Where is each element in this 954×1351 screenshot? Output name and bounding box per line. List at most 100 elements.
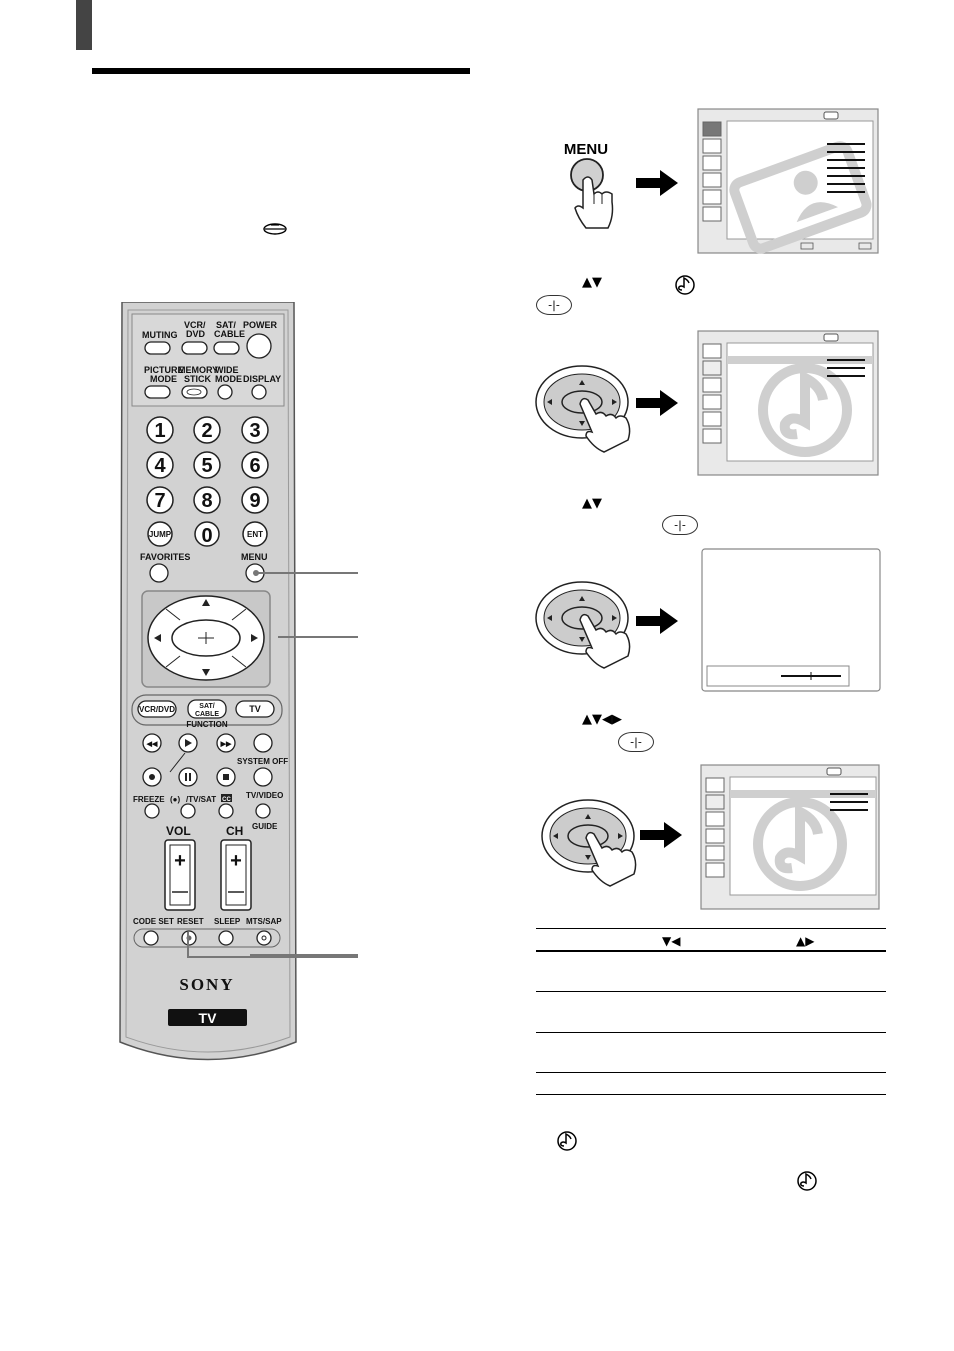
audio-note-icon [557, 1131, 577, 1151]
digit-6-label: 6 [249, 455, 260, 477]
svg-text:+: + [174, 850, 186, 872]
func-tv-button[interactable] [235, 700, 275, 718]
up-down-arrows-icon: ▲▼ [582, 275, 602, 290]
digit-4-button[interactable] [146, 451, 174, 479]
svg-text:STICK: STICK [184, 374, 212, 384]
muting-button[interactable] [144, 341, 171, 355]
tv-video-button[interactable] [255, 803, 271, 819]
jump-label: JUMP [149, 530, 172, 539]
select-button-icon: -|- [618, 732, 654, 752]
tv-sat-button[interactable] [180, 803, 196, 819]
svg-text:MEMORY: MEMORY [178, 365, 218, 375]
tv-video-label: TV/VIDEO [246, 791, 283, 800]
nav-left-arrow-icon [154, 634, 161, 642]
svg-text:◀◀: ◀◀ [146, 741, 158, 748]
arrow-right-icon [636, 170, 678, 196]
nav-down-arrow-icon [202, 669, 210, 676]
brand-logo: SONY [179, 975, 234, 994]
blank-button[interactable] [253, 733, 273, 753]
rewind-button[interactable] [142, 733, 162, 753]
svg-text:SAT/: SAT/ [216, 320, 236, 330]
svg-text:MODE: MODE [150, 374, 177, 384]
display-button[interactable] [251, 384, 267, 400]
function-label: FUNCTION [186, 720, 228, 729]
vcr-dvd-button[interactable] [181, 341, 208, 355]
nav-right-arrow-icon [251, 634, 258, 642]
guide-label: GUIDE [252, 822, 278, 831]
picture-mode-button[interactable] [144, 385, 171, 399]
func-sat-cable-button[interactable] [187, 699, 227, 719]
digit-0-button[interactable] [194, 521, 220, 547]
system-off-label: SYSTEM OFF [237, 757, 288, 766]
wide-mode-button[interactable] [217, 384, 233, 400]
table-row-rule [536, 1072, 886, 1073]
func-vcr-dvd-button[interactable] [137, 700, 177, 718]
mts-sap-label: MTS/SAP [246, 917, 282, 926]
jump-button[interactable] [147, 521, 173, 547]
sleep-button[interactable] [218, 930, 234, 946]
favorites-button[interactable] [149, 563, 169, 583]
display-label: DISPLAY [243, 374, 281, 384]
joystick-press-illustration [535, 581, 631, 669]
tv-badge [168, 1009, 247, 1026]
arrow-right-icon [636, 608, 678, 634]
func-vcr-dvd-label: VCR/DVD [139, 705, 175, 714]
table-top-rule [536, 928, 886, 929]
memory-stick-icon [263, 223, 287, 235]
cc-label: CC [222, 797, 231, 803]
digit-5-label: 5 [201, 455, 212, 477]
menu-label: MENU [241, 552, 268, 562]
table-header-rule [536, 950, 886, 952]
digit-8-label: 8 [201, 490, 212, 512]
remote-control-illustration: MUTING VCR/ DVD SAT/ CABLE POWER PICTURE… [119, 302, 297, 1061]
digit-7-label: 7 [154, 490, 165, 512]
table-bottom-rule [536, 1094, 886, 1095]
svg-text:PICTURE: PICTURE [144, 365, 184, 375]
freeze-label: FREEZE [133, 795, 165, 804]
digit-9-button[interactable] [241, 486, 269, 514]
fast-forward-button[interactable] [216, 733, 236, 753]
digit-1-label: 1 [154, 420, 165, 442]
table-row-rule [536, 1032, 886, 1033]
joystick-press-illustration [535, 365, 631, 453]
audio-menu-screen [697, 330, 879, 476]
system-off-button[interactable] [253, 767, 273, 787]
svg-text:CABLE: CABLE [214, 329, 245, 339]
digit-3-button[interactable] [241, 416, 269, 444]
digit-6-button[interactable] [241, 451, 269, 479]
up-down-arrows-icon: ▲▼ [582, 496, 602, 511]
sleep-label: SLEEP [214, 917, 241, 926]
svg-text:▶▶: ▶▶ [220, 741, 232, 748]
heading-rule [92, 68, 470, 74]
four-direction-arrows-icon: ▲▼◀▶ [582, 712, 622, 727]
code-set-button[interactable] [143, 930, 159, 946]
svg-text:+: + [230, 850, 242, 872]
step1-menu-label: MENU [564, 141, 608, 158]
ch-label: CH [226, 824, 243, 838]
digit-7-button[interactable] [146, 486, 174, 514]
arrow-right-icon [636, 390, 678, 416]
sat-cable-button[interactable] [213, 341, 240, 355]
vol-label: VOL [166, 824, 191, 838]
freeze-button[interactable] [144, 803, 160, 819]
reset-label: RESET [177, 917, 204, 926]
digit-5-button[interactable] [193, 451, 221, 479]
digit-8-button[interactable] [193, 486, 221, 514]
power-button[interactable] [246, 333, 272, 359]
audio-menu-screen-updated [700, 764, 880, 910]
audio-note-icon [675, 275, 695, 295]
nav-up-arrow-icon [202, 599, 210, 606]
memory-stick-button[interactable] [181, 385, 208, 399]
svg-text:(●): (●) [170, 795, 180, 804]
func-tv-label: TV [249, 704, 261, 714]
select-button-icon: -|- [662, 515, 698, 535]
pause-button[interactable] [178, 767, 198, 787]
digit-2-button[interactable] [193, 416, 221, 444]
mts-sap-button[interactable] [256, 930, 272, 946]
digit-1-button[interactable] [146, 416, 174, 444]
ent-button[interactable] [242, 521, 268, 547]
cc-button[interactable] [218, 803, 234, 819]
select-button-icon: -|- [536, 295, 572, 315]
power-label: POWER [243, 320, 278, 330]
down-left-arrows-icon: ▼◀ [662, 934, 681, 948]
